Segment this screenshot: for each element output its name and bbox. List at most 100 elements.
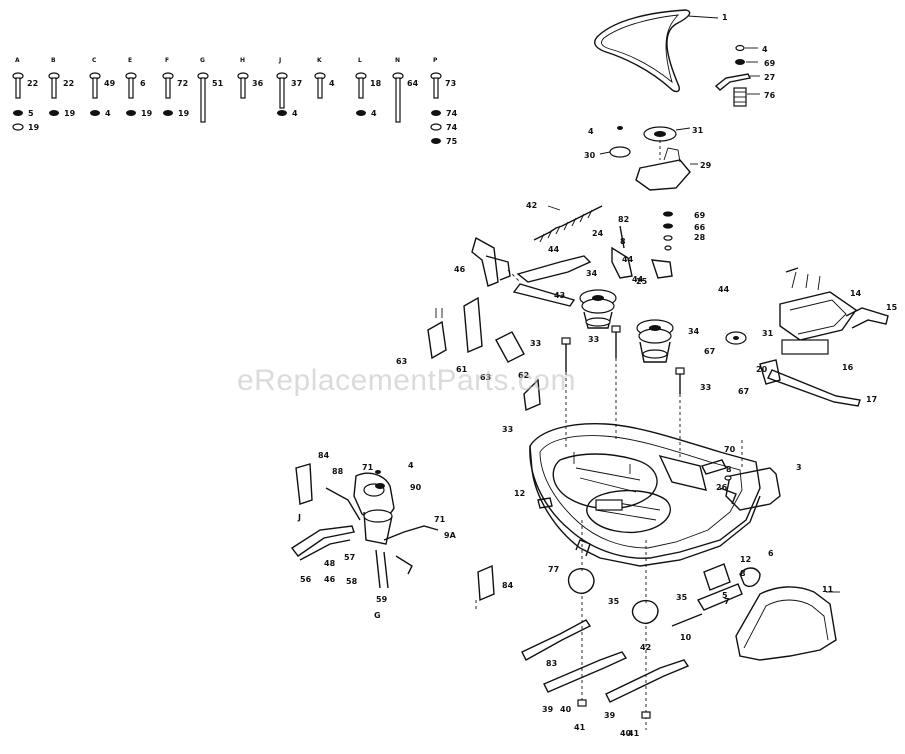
callout-20: 20 bbox=[756, 365, 768, 374]
callout-44: 44 bbox=[548, 245, 560, 254]
callout-69: 69 bbox=[694, 211, 706, 220]
callout-67: 67 bbox=[738, 387, 749, 396]
hardware-letter: F bbox=[165, 57, 169, 64]
callout-71: 71 bbox=[434, 515, 446, 524]
callout-6: 6 bbox=[768, 549, 774, 558]
callout-43: 43 bbox=[554, 291, 565, 300]
callout-69: 69 bbox=[764, 59, 776, 68]
hardware-item-n: N64 bbox=[392, 57, 419, 123]
callout-33: 33 bbox=[700, 383, 711, 392]
hardware-letter: N bbox=[395, 57, 400, 64]
spindle-pulley-right bbox=[636, 319, 674, 363]
washer-stack-right bbox=[663, 211, 673, 251]
brackets-upper bbox=[471, 225, 673, 307]
callout-46: 46 bbox=[324, 575, 336, 584]
callout-27: 27 bbox=[764, 73, 775, 82]
hardware-number: 19 bbox=[28, 123, 40, 132]
callout-8: 8 bbox=[740, 569, 746, 578]
callout-8: 8 bbox=[726, 465, 732, 474]
callout-41: 41 bbox=[574, 723, 586, 732]
idler-pulley-assembly bbox=[599, 126, 698, 191]
callout-8: 8 bbox=[620, 237, 626, 246]
callout-30: 30 bbox=[584, 151, 596, 160]
callout-12: 12 bbox=[514, 489, 525, 498]
hardware-number: 4 bbox=[292, 109, 298, 118]
lift-assembly-left bbox=[290, 463, 495, 612]
hardware-letter: E bbox=[128, 57, 132, 64]
callout-62: 62 bbox=[518, 371, 529, 380]
callout-7: 7 bbox=[724, 597, 730, 606]
hardware-letter: P bbox=[433, 57, 438, 64]
hardware-number: 74 bbox=[446, 123, 458, 132]
hardware-item-k: K4 bbox=[314, 57, 335, 99]
hardware-letter: A bbox=[15, 57, 20, 64]
callout-67: 67 bbox=[704, 347, 715, 356]
callout-j: J bbox=[297, 513, 301, 522]
small-plate-12 bbox=[537, 497, 553, 509]
callout-16: 16 bbox=[842, 363, 854, 372]
callout-41: 41 bbox=[628, 729, 640, 738]
callout-39: 39 bbox=[542, 705, 554, 714]
spring-part bbox=[533, 205, 603, 243]
hardware-number: 37 bbox=[291, 79, 302, 88]
callout-61: 61 bbox=[456, 365, 468, 374]
callout-83: 83 bbox=[546, 659, 557, 668]
callout-35: 35 bbox=[676, 593, 688, 602]
hardware-number: 72 bbox=[177, 79, 188, 88]
callout-63: 63 bbox=[396, 357, 407, 366]
callout-59: 59 bbox=[376, 595, 388, 604]
hardware-letter: H bbox=[240, 57, 245, 64]
hardware-letter: K bbox=[317, 57, 322, 64]
callout-1: 1 bbox=[722, 13, 728, 22]
callout-33: 33 bbox=[502, 425, 513, 434]
hardware-number: 6 bbox=[140, 79, 146, 88]
callout-58: 58 bbox=[346, 577, 358, 586]
hardware-number: 18 bbox=[370, 79, 382, 88]
hardware-number: 4 bbox=[329, 79, 335, 88]
callout-28: 28 bbox=[694, 233, 706, 242]
discharge-parts bbox=[696, 563, 840, 661]
callout-33: 33 bbox=[588, 335, 599, 344]
callout-3: 3 bbox=[796, 463, 802, 472]
hardware-letter: J bbox=[278, 57, 281, 64]
bolts-33 bbox=[523, 325, 685, 412]
callout-71: 71 bbox=[362, 463, 374, 472]
callout-12: 12 bbox=[740, 555, 751, 564]
hardware-letter: G bbox=[200, 57, 205, 64]
hardware-number: 49 bbox=[104, 79, 116, 88]
mower-deck bbox=[529, 358, 761, 567]
callout-76: 76 bbox=[764, 91, 776, 100]
callout-44: 44 bbox=[622, 255, 634, 264]
belt-part bbox=[594, 9, 719, 93]
callout-42: 42 bbox=[526, 201, 537, 210]
callout-25: 25 bbox=[636, 277, 648, 286]
callout-90: 90 bbox=[410, 483, 422, 492]
callout-57: 57 bbox=[344, 553, 355, 562]
callout-84: 84 bbox=[318, 451, 330, 460]
callout-66: 66 bbox=[694, 223, 706, 232]
hardware-number: 75 bbox=[446, 137, 458, 146]
hardware-item-j: J 37 4 bbox=[276, 57, 302, 118]
callout-70: 70 bbox=[724, 445, 736, 454]
hardware-legend: A22519B2219C494E619F7219G51H36J374K4L184… bbox=[12, 57, 458, 146]
callout-40: 40 bbox=[620, 729, 632, 738]
hardware-number: 22 bbox=[27, 79, 38, 88]
callout-31: 31 bbox=[762, 329, 774, 338]
left-brackets bbox=[427, 296, 525, 363]
callout-4: 4 bbox=[762, 45, 768, 54]
callout-34: 34 bbox=[688, 327, 700, 336]
hardware-letter: C bbox=[92, 57, 97, 64]
callout-48: 48 bbox=[324, 559, 336, 568]
hardware-letter: B bbox=[51, 57, 56, 64]
callout-88: 88 bbox=[332, 467, 344, 476]
callout-11: 11 bbox=[822, 585, 834, 594]
hardware-letter: L bbox=[358, 57, 362, 64]
callout-35: 35 bbox=[608, 597, 620, 606]
